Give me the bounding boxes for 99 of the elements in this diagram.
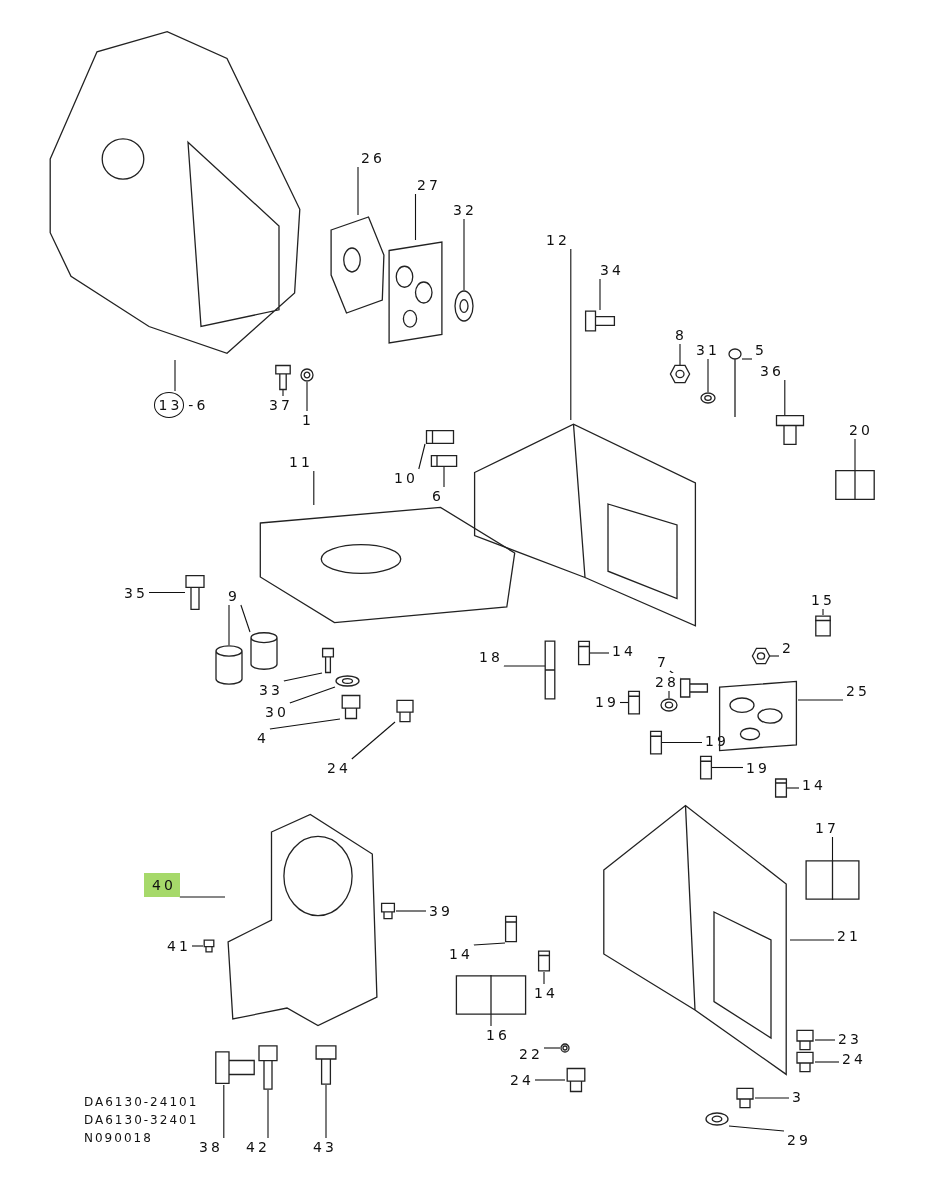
pin-drawing <box>815 615 831 637</box>
leader-line <box>570 248 572 421</box>
plug-drawing <box>795 1030 815 1050</box>
leader-line <box>289 686 336 704</box>
bushing-drawing <box>250 632 278 670</box>
leader-line <box>267 1089 269 1139</box>
leader-line <box>814 1039 836 1041</box>
pin-drawing <box>628 690 640 715</box>
leader-line <box>831 836 834 861</box>
stud-drawing <box>545 640 555 700</box>
leader-line <box>240 604 251 633</box>
drawing-number: DA6130-32401 <box>84 1113 199 1128</box>
leader-line <box>599 278 601 311</box>
leader-line <box>414 193 417 241</box>
bolt-drawing <box>585 310 615 332</box>
leader-line <box>543 1047 561 1049</box>
leader-line <box>357 166 359 216</box>
leader-line <box>223 1084 225 1139</box>
leader-line <box>418 443 426 470</box>
bolt-drawing <box>185 575 205 610</box>
leader-line <box>769 655 780 657</box>
leader-line <box>191 945 204 947</box>
leader-line <box>395 910 427 912</box>
plug-drawing <box>203 940 215 952</box>
leader-line <box>503 665 546 667</box>
leader-line <box>228 604 230 646</box>
leader-line <box>589 652 610 654</box>
leader-line <box>707 358 709 393</box>
leader-line <box>306 381 308 412</box>
plug-drawing <box>380 903 396 919</box>
leader-line <box>351 721 396 760</box>
callout-number: 40 <box>144 873 180 897</box>
washer-drawing <box>660 698 678 712</box>
bushing-drawing <box>215 645 243 685</box>
leader-line <box>679 343 681 366</box>
leader-line <box>543 971 545 985</box>
leader-line <box>490 1014 492 1027</box>
bolt-drawing <box>258 1045 278 1090</box>
leader-line <box>148 591 186 594</box>
leader-line <box>711 766 744 769</box>
plug-drawing <box>735 1088 755 1108</box>
leader-line <box>814 1061 840 1063</box>
leader-line <box>283 672 323 682</box>
leader-line <box>728 1125 785 1132</box>
leader-line <box>784 379 786 416</box>
pin-drawing <box>578 640 590 666</box>
nut-drawing <box>752 648 770 664</box>
pin-drawing <box>505 915 517 943</box>
stud-drawing <box>455 975 527 1015</box>
plug-drawing <box>340 695 362 719</box>
leader-line <box>661 741 703 744</box>
callout-suffix: -6 <box>188 397 209 413</box>
bolt-drawing <box>215 1050 255 1085</box>
washer-drawing <box>705 1112 729 1126</box>
bolt-drawing <box>322 648 334 673</box>
stud-drawing <box>835 470 875 500</box>
leader-line <box>179 896 226 898</box>
leader-line <box>797 699 844 701</box>
dipstick-drawing <box>728 348 742 418</box>
leader-line <box>668 690 670 699</box>
leader-line <box>534 1079 566 1081</box>
leader-line <box>822 608 824 616</box>
stud-drawing <box>805 860 860 900</box>
bolt-drawing <box>775 415 805 445</box>
cover-plate-drawing <box>330 215 385 315</box>
washer-drawing <box>335 675 360 687</box>
plug-drawing <box>395 700 415 722</box>
leader-line <box>754 1097 790 1099</box>
nut-drawing <box>670 365 690 383</box>
leader-line <box>443 466 445 488</box>
leader-line <box>313 470 315 506</box>
leader-line <box>282 389 284 397</box>
leader-line <box>325 1084 327 1139</box>
plug-drawing <box>795 1052 815 1072</box>
washer-drawing <box>700 392 716 404</box>
plug-drawing <box>565 1068 587 1092</box>
oil-seal-drawing <box>454 290 474 322</box>
pin-drawing <box>425 430 455 444</box>
drawing-number: DA6130-24101 <box>84 1095 199 1110</box>
leader-line <box>741 358 753 360</box>
leader-line <box>463 218 465 291</box>
pin-drawing <box>538 950 550 972</box>
leader-line <box>786 787 800 789</box>
drawing-number: N090018 <box>84 1131 153 1146</box>
leader-line <box>854 438 856 471</box>
leader-line <box>473 942 506 946</box>
pin-drawing <box>650 730 662 755</box>
leader-line <box>789 939 835 941</box>
pin-drawing <box>700 755 712 780</box>
leader-line <box>174 359 176 392</box>
ball-drawing <box>560 1043 570 1053</box>
leader-line <box>269 718 341 730</box>
washer-drawing <box>300 368 314 382</box>
gasket-drawing <box>388 240 443 345</box>
pin-drawing <box>775 778 787 798</box>
bolt-drawing <box>315 1045 337 1085</box>
bolt-drawing <box>275 365 291 390</box>
bolt-drawing <box>680 678 708 698</box>
pin-drawing <box>430 455 458 467</box>
